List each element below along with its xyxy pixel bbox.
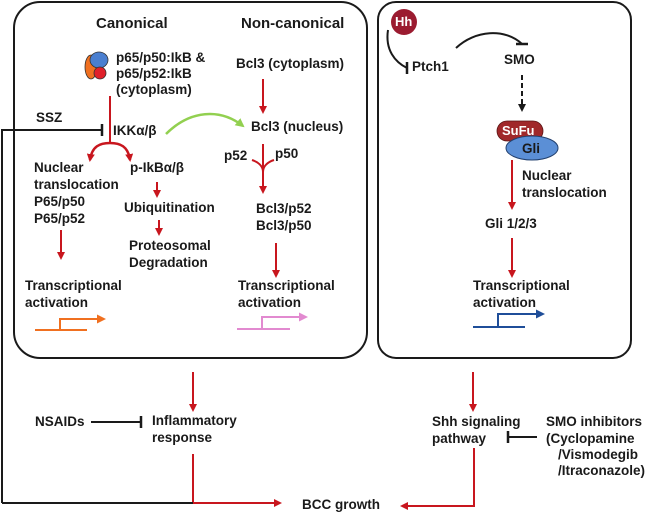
degradation-line1: Proteosomal: [129, 238, 211, 253]
bcl3-p50-label: Bcl3/p50: [256, 218, 312, 233]
nuclear-translocation-line1: Nuclear: [34, 160, 84, 175]
gli-translocation-line1: Nuclear: [522, 168, 572, 183]
hedgehog-transcription-line1: Transcriptional: [473, 278, 570, 293]
smo-inhibitors-line2: (Cyclopamine: [546, 431, 635, 446]
hedgehog-panel: [377, 1, 632, 359]
smo-inhibitors-line3: /Vismodegib: [558, 447, 639, 462]
nsaids-label: NSAIDs: [35, 414, 85, 429]
complex-label-line1: p65/p50:IkB &: [116, 50, 206, 65]
ssz-inhibition-line: [1, 129, 102, 503]
noncanonical-transcription-line2: activation: [238, 295, 302, 310]
ikk-to-nuclear-arrow: [86, 141, 111, 162]
smo-label: SMO: [504, 52, 535, 67]
canonical-transcription-line1: Transcriptional: [25, 278, 122, 293]
ikk-label: IKKα/β: [113, 123, 157, 138]
p52-merge-line: [251, 159, 264, 173]
nuclear-translocation-line3: P65/p50: [34, 194, 86, 209]
gli123-label: Gli 1/2/3: [485, 216, 537, 231]
complex-label-line2: p65/p52:IkB: [116, 66, 192, 81]
hh-ptch1-inhibition-line: [386, 29, 408, 69]
bcl3-p52-label: Bcl3/p52: [256, 201, 312, 216]
bcc-growth-label: BCC growth: [302, 497, 380, 512]
canonical-header: Canonical: [96, 15, 168, 32]
shh-line2: pathway: [432, 431, 487, 446]
hedgehog-transcription-line2: activation: [473, 295, 537, 310]
nuclear-translocation-line4: P65/p52: [34, 211, 86, 226]
canonical-gene-icon: [35, 314, 106, 331]
noncanonical-header: Non-canonical: [241, 15, 345, 32]
hh-ligand-icon: [391, 9, 417, 35]
p50-merge-line: [262, 159, 275, 173]
p-ikb-label: p-IkBα/β: [130, 160, 185, 175]
nuclear-translocation-line2: translocation: [34, 177, 119, 192]
degradation-line2: Degradation: [129, 255, 208, 270]
noncanonical-gene-icon: [237, 312, 308, 330]
bcl3-cytoplasm-label: Bcl3 (cytoplasm): [236, 56, 345, 71]
complex-label-line3: (cytoplasm): [116, 82, 192, 97]
canonical-transcription-line2: activation: [25, 295, 89, 310]
gli-translocation-line2: translocation: [522, 185, 607, 200]
ssz-label: SSZ: [36, 110, 63, 125]
smo-inhibitors-line4: /Itraconazole): [558, 463, 646, 478]
gli-label: Gli: [522, 141, 541, 156]
ptch1-label: Ptch1: [412, 59, 449, 74]
ikk-to-bcl3-crosstalk-arrow: [165, 112, 245, 135]
inflammatory-line2: response: [152, 430, 213, 445]
sufu-label: SuFu: [502, 123, 535, 138]
noncanonical-transcription-line1: Transcriptional: [238, 278, 335, 293]
hedgehog-gene-icon: [473, 309, 545, 328]
hh-label: Hh: [395, 14, 413, 29]
nfkb-panel: [13, 1, 368, 359]
smo-inhibitors-line1: SMO inhibitors: [546, 414, 642, 429]
ikk-to-pikb-arrow: [109, 141, 134, 162]
inflammatory-to-bcc-arrow: [192, 454, 282, 507]
gli-protein-icon: [505, 135, 559, 161]
shh-to-bcc-arrow: [400, 448, 475, 510]
shh-line1: Shh signaling: [432, 414, 521, 429]
nfkb-complex-icon: [84, 51, 109, 80]
bcl3-nucleus-label: Bcl3 (nucleus): [251, 119, 344, 134]
p52-label: p52: [224, 148, 248, 163]
inflammatory-line1: Inflammatory: [152, 413, 237, 428]
p50-label: p50: [275, 146, 299, 161]
ptch1-smo-inhibition-line: [455, 32, 523, 49]
ubiquitination-label: Ubiquitination: [124, 200, 215, 215]
